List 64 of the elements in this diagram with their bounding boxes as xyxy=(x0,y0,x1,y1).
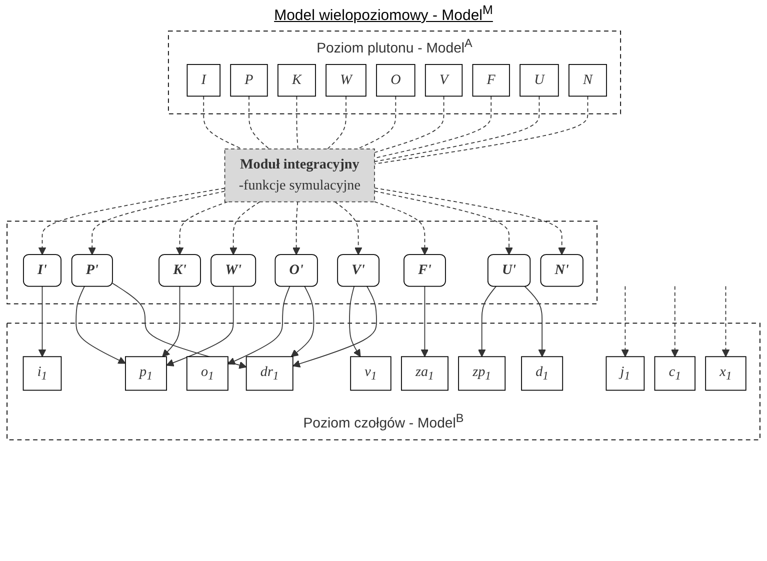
node-box: o$_{1}$ xyxy=(186,356,228,391)
node-box: za$_{1}$ xyxy=(401,356,448,391)
connector xyxy=(356,96,396,150)
connector xyxy=(248,96,270,150)
node-box: dr$_{1}$ xyxy=(246,356,294,391)
node-box: P xyxy=(230,64,268,97)
connector xyxy=(374,96,588,164)
node-box: F' xyxy=(404,254,446,287)
node-box: zp$_{1}$ xyxy=(458,356,506,391)
arrow xyxy=(374,190,513,255)
arrow xyxy=(420,286,429,357)
node-box: K xyxy=(278,64,316,97)
node-box: I xyxy=(186,64,220,97)
diagram-title: Model wielopoziomowy - Model$^{M}$ xyxy=(273,3,494,24)
node-box: j$_{1}$ xyxy=(606,356,645,391)
node-box: U xyxy=(520,64,559,97)
connector xyxy=(327,96,346,150)
arrow xyxy=(176,201,228,255)
node-box: p$_{1}$ xyxy=(125,356,167,391)
arrow xyxy=(374,188,566,255)
arrow xyxy=(349,286,361,357)
node-box: v$_{1}$ xyxy=(350,356,392,391)
arrow xyxy=(76,286,126,364)
arrow xyxy=(722,286,730,357)
node-box: V' xyxy=(337,254,380,287)
arrow xyxy=(524,286,546,357)
node-box: x$_{1}$ xyxy=(705,356,746,391)
arrow xyxy=(229,201,260,255)
node-box: N xyxy=(568,64,607,97)
arrow xyxy=(228,286,290,365)
connector xyxy=(374,96,540,162)
node-box: W' xyxy=(210,254,256,287)
arrow xyxy=(166,286,234,366)
arrow xyxy=(478,286,497,357)
arrow xyxy=(334,201,362,255)
node-box: c$_{1}$ xyxy=(654,356,696,391)
arrow xyxy=(374,201,429,255)
node-box: N' xyxy=(540,254,584,287)
node-box: i$_{1}$ xyxy=(22,356,62,391)
connector xyxy=(374,96,444,153)
arrow xyxy=(162,286,180,357)
node-box: V xyxy=(424,64,463,97)
arrow xyxy=(292,201,300,255)
arrow xyxy=(290,286,314,357)
node-box: F xyxy=(472,64,510,97)
connector xyxy=(203,96,242,150)
arrow xyxy=(671,286,679,357)
node-box: d$_{1}$ xyxy=(521,356,564,391)
cluster xyxy=(6,220,598,304)
node-box: W xyxy=(326,64,366,97)
arrow xyxy=(38,286,46,357)
arrow xyxy=(292,286,377,368)
node-box: O' xyxy=(274,254,318,287)
arrow xyxy=(621,286,630,357)
node-box: Moduł integracyjny -funkcje symulacyjne xyxy=(224,148,375,202)
node-box: I' xyxy=(23,254,62,287)
node-box: K' xyxy=(158,254,201,287)
arrow xyxy=(88,190,226,255)
node-box: P' xyxy=(71,254,113,287)
node-box: U' xyxy=(487,254,531,287)
connector xyxy=(296,96,298,150)
arrow xyxy=(38,188,226,255)
node-box: O xyxy=(376,64,416,97)
connector xyxy=(374,96,492,159)
